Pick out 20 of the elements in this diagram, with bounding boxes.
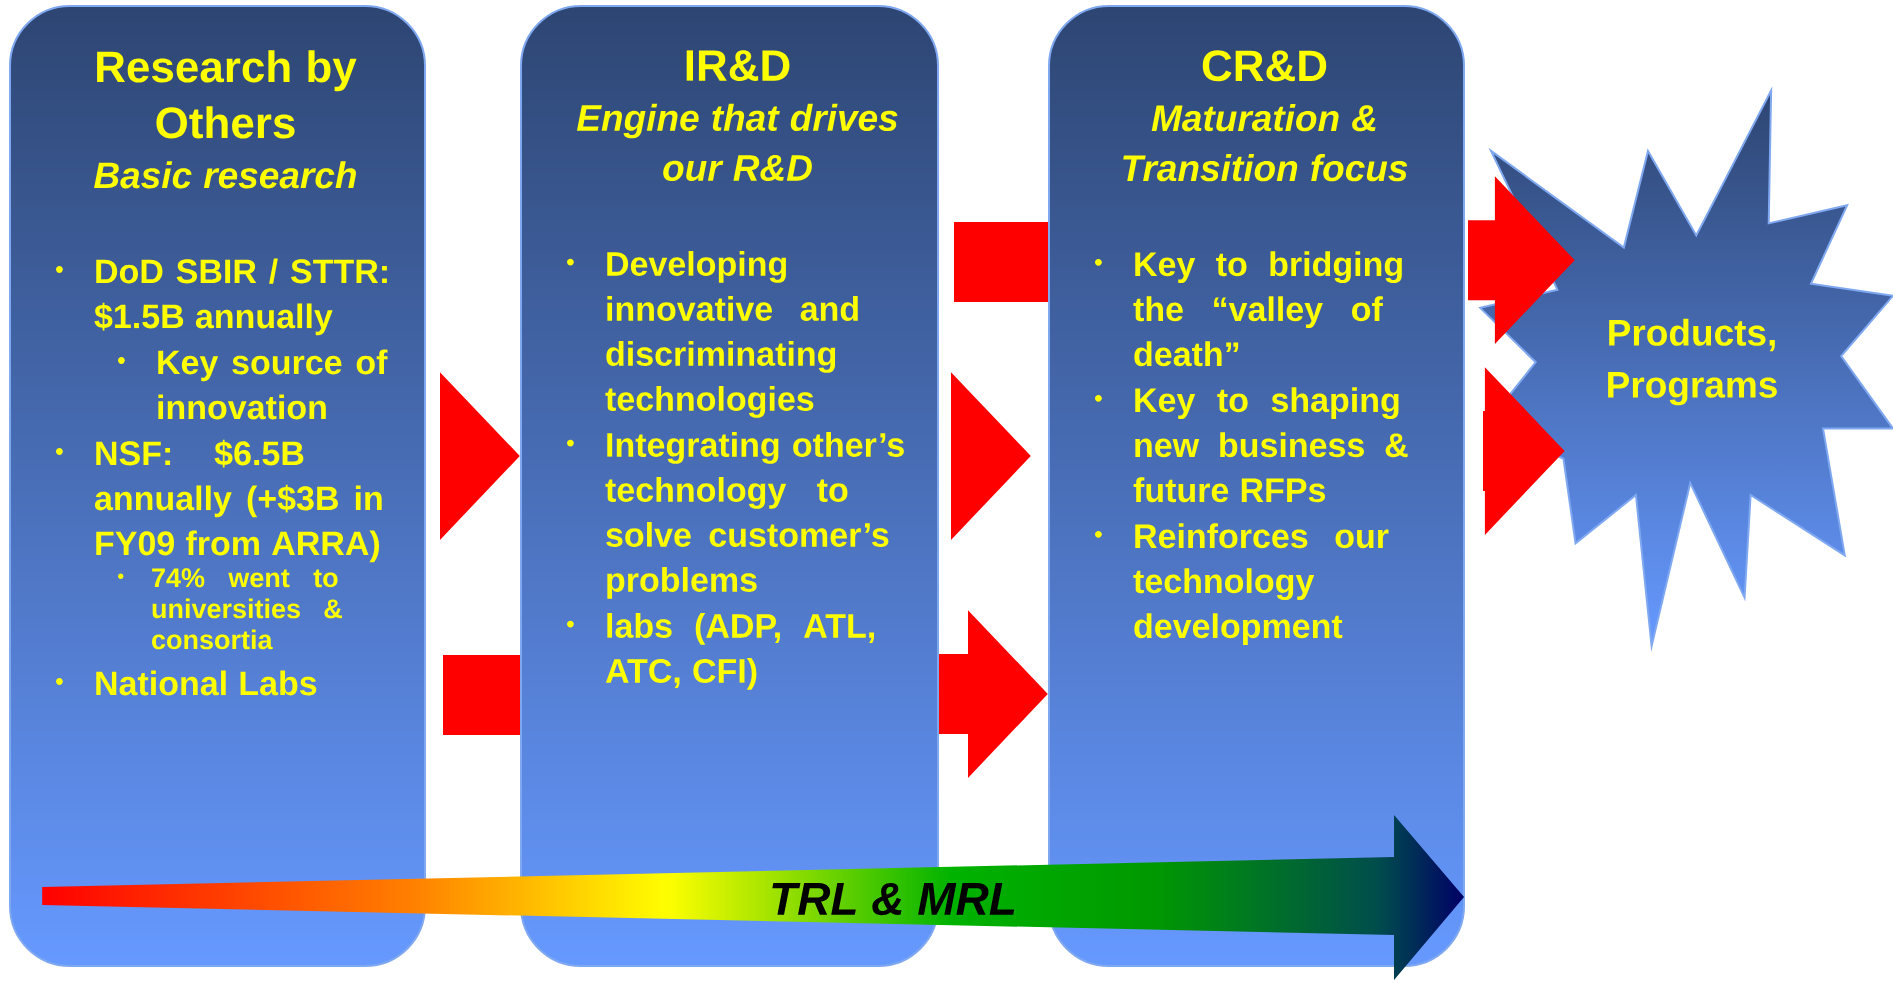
bullet-item: 74% went to universities & consortia — [118, 568, 342, 650]
column-subtitle: Maturation & Transition focus — [1123, 104, 1408, 182]
starburst: Products, Programs — [1478, 86, 1893, 652]
column-heading: CR&D — [1202, 50, 1327, 82]
column-subtitle: Engine that drives our R&D — [576, 103, 898, 181]
bullet-item: Key to shaping new business & future RFPs — [1095, 387, 1408, 503]
column-heading: Research by Others — [97, 50, 357, 139]
bullet-item: Developing innovative and discriminating technologies — [567, 251, 858, 418]
column-subtitle: Basic research — [94, 161, 356, 189]
column-box — [9, 5, 426, 967]
bullet-item: NSF: $6.5B annually (+$3B in FY09 from ARRA) — [56, 439, 382, 563]
bullet-item: Key source of innovation — [118, 349, 388, 420]
bullet-item: Reinforces our technology development — [1095, 523, 1389, 645]
column-box — [1048, 5, 1465, 967]
bullet-item: DoD SBIR / STTR: $1.5B annually — [56, 258, 387, 336]
bullet-item: Key to bridging the “valley of death” — [1095, 251, 1402, 367]
scale-label: TRL & MRL — [772, 882, 1015, 916]
bullet-item: National Labs — [56, 670, 317, 696]
bullet-item: labs (ADP, ATL, ATC, CFI) — [567, 613, 874, 690]
column-heading: IR&D — [686, 50, 790, 82]
